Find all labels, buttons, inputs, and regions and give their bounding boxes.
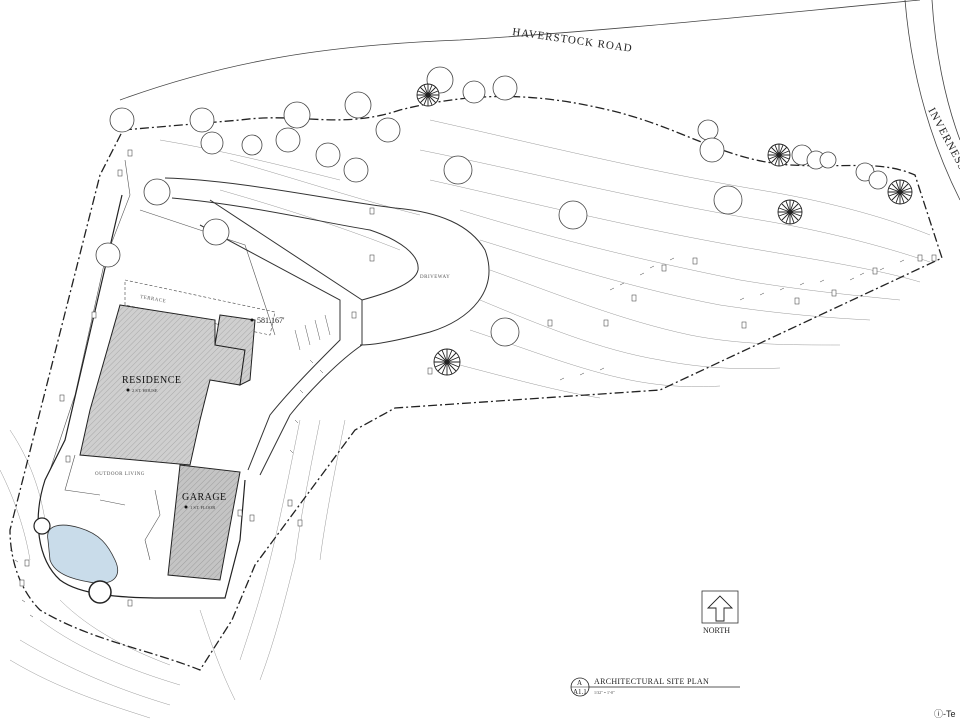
inverness-road-edge-2 xyxy=(931,0,960,141)
home-area-boundary xyxy=(37,194,246,599)
residence-marker xyxy=(126,388,130,392)
elevation-marker xyxy=(250,318,254,322)
spa-large xyxy=(88,580,112,604)
setback-line-2 xyxy=(139,209,276,336)
garage-label: GARAGE xyxy=(182,492,227,503)
sheet-scale: 1/32" = 1'-0" xyxy=(594,690,615,695)
watermark-credit: ⓘ-Te xyxy=(934,709,956,719)
trees xyxy=(95,66,888,347)
outdoor-living-lines xyxy=(64,454,161,561)
inverness-road-edge xyxy=(904,0,960,201)
residence-building xyxy=(79,304,246,466)
haverstock-road-edge xyxy=(119,0,921,101)
starburst-trees xyxy=(416,83,913,376)
spa-small xyxy=(33,517,51,535)
north-label: NORTH xyxy=(703,626,730,635)
haverstock-road-label: HAVERSTOCK ROAD xyxy=(512,26,634,55)
sheet-letter: A xyxy=(577,679,582,687)
terrace-label: TERRACE xyxy=(140,295,167,304)
swimming-pool xyxy=(47,524,119,584)
elevation-label: 581.167' xyxy=(257,316,285,325)
driveway xyxy=(164,177,490,476)
outdoor-living-label: OUTDOOR LIVING xyxy=(95,472,145,477)
residence-wing xyxy=(214,314,256,386)
residence-note: 2 ST. HOUSE xyxy=(132,388,158,393)
property-boundary xyxy=(9,95,943,671)
survey-markers xyxy=(19,149,937,607)
north-arrow: NORTH xyxy=(701,590,739,635)
sheet-number: A1.1 xyxy=(573,688,587,696)
garage-note: 1 ST. FLOOR xyxy=(190,505,215,510)
driveway-label: DRIVEWAY xyxy=(420,275,450,280)
terrace-outline xyxy=(124,279,276,336)
sheet-title: ARCHITECTURAL SITE PLAN xyxy=(594,677,709,686)
contour-lines xyxy=(0,119,931,719)
garage-building xyxy=(167,464,241,581)
driveway-ticks xyxy=(294,314,331,351)
residence-label: RESIDENCE xyxy=(122,375,182,386)
spot-elevation-marks xyxy=(9,257,905,618)
garage-marker xyxy=(184,505,188,509)
title-block: A A1.1 ARCHITECTURAL SITE PLAN 1/32" = 1… xyxy=(570,677,740,697)
inverness-road-label: INVERNESS D xyxy=(925,106,960,184)
